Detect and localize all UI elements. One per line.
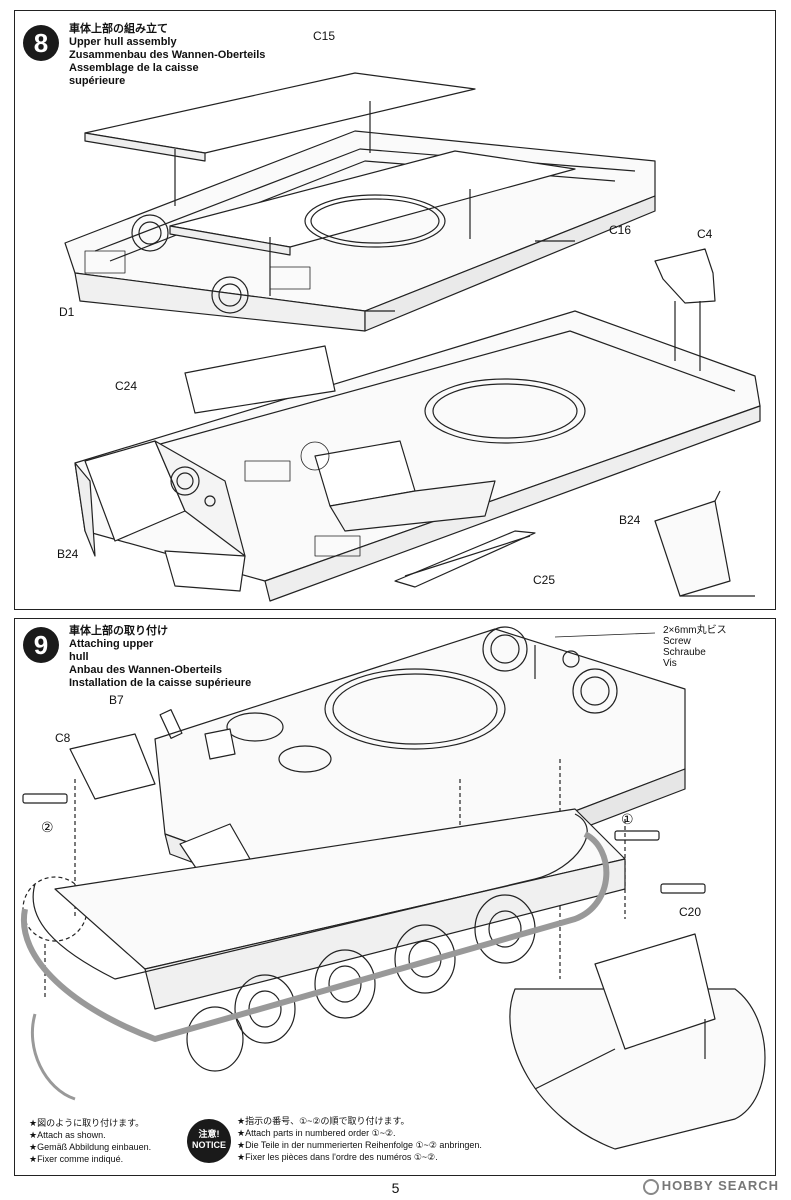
watermark-logo-icon — [642, 1178, 659, 1195]
hull-attachment-drawing — [20, 626, 766, 1150]
title-jp: 車体上部の組み立て — [69, 23, 168, 35]
title-jp: 車体上部の取り付け — [69, 625, 168, 637]
watermark: HOBBY SEARCH — [642, 1178, 779, 1195]
title-de: Anbau des Wannen-Oberteils — [69, 664, 223, 676]
notice-note-en: ★Attach parts in numbered order ①~②. — [237, 1128, 396, 1138]
title-de: Zusammenbau des Wannen-Oberteils — [69, 49, 266, 61]
notice-en: NOTICE — [191, 1140, 226, 1150]
screw-fr: Vis — [663, 658, 677, 669]
title-en: Attaching upper — [69, 638, 154, 650]
notice-jp: 注意! — [198, 1129, 220, 1139]
part-label-b24: B24 — [57, 547, 79, 561]
part-label-c16: C16 — [609, 223, 632, 237]
title-fr: Assemblage de la caisse — [69, 62, 199, 74]
part-label-c8: C8 — [55, 731, 71, 745]
step-number-badge: 9 — [23, 627, 59, 663]
title-en: Upper hull assembly — [69, 36, 177, 48]
title-fr-cont: supérieure — [69, 75, 126, 87]
part-label-b24-detail: B24 — [619, 513, 641, 527]
notice-note-de: ★Die Teile in der nummerierten Reihenfol… — [237, 1140, 482, 1150]
part-label-c25: C25 — [533, 573, 556, 587]
screw-de: Schraube — [663, 647, 706, 658]
notice-badge: 注意! NOTICE — [187, 1119, 231, 1163]
note-en: ★Attach as shown. — [29, 1130, 106, 1140]
part-label-c15: C15 — [313, 29, 336, 43]
page-number: 5 — [391, 1180, 400, 1196]
screw-callout: 2×6mm丸ビス Screw Schraube Vis — [663, 625, 727, 669]
order-marker-2: ② — [41, 819, 54, 835]
part-label-c24: C24 — [115, 379, 138, 393]
step-8-panel: 8 車体上部の組み立て Upper hull assembly Zusammen… — [14, 10, 776, 610]
notice-note-jp: ★指示の番号、①~②の順で取り付けます。 — [237, 1116, 410, 1126]
step-title: 車体上部の取り付け Attaching upper hull Anbau des… — [69, 625, 251, 690]
order-marker-1: ① — [621, 811, 634, 827]
part-label-c20: C20 — [679, 905, 702, 919]
watermark-text: HOBBY SEARCH — [661, 1178, 779, 1193]
notes-right: ★指示の番号、①~②の順で取り付けます。 ★Attach parts in nu… — [237, 1115, 482, 1163]
note-de: ★Gemäß Abbildung einbauen. — [29, 1142, 152, 1152]
part-label-d1: D1 — [59, 305, 75, 319]
note-jp: ★図のように取り付けます。 — [29, 1118, 145, 1128]
step-number-badge: 8 — [23, 25, 59, 61]
title-en-cont: hull — [69, 651, 89, 663]
screw-jp: 2×6mm丸ビス — [663, 625, 727, 636]
upper-hull-assembly-drawing — [64, 72, 761, 602]
title-fr: Installation de la caisse supérieure — [69, 677, 252, 689]
step-9-panel: 9 車体上部の取り付け Attaching upper hull Anbau d… — [14, 618, 776, 1176]
screw-en: Screw — [663, 636, 691, 647]
note-fr: ★Fixer comme indiqué. — [29, 1154, 124, 1164]
step-title: 車体上部の組み立て Upper hull assembly Zusammenba… — [69, 23, 265, 88]
part-label-b7: B7 — [109, 693, 124, 707]
notice-note-fr: ★Fixer les pièces dans l'ordre des numér… — [237, 1152, 438, 1162]
part-label-c4: C4 — [697, 227, 713, 241]
notes-left: ★図のように取り付けます。 ★Attach as shown. ★Gemäß A… — [29, 1117, 151, 1165]
